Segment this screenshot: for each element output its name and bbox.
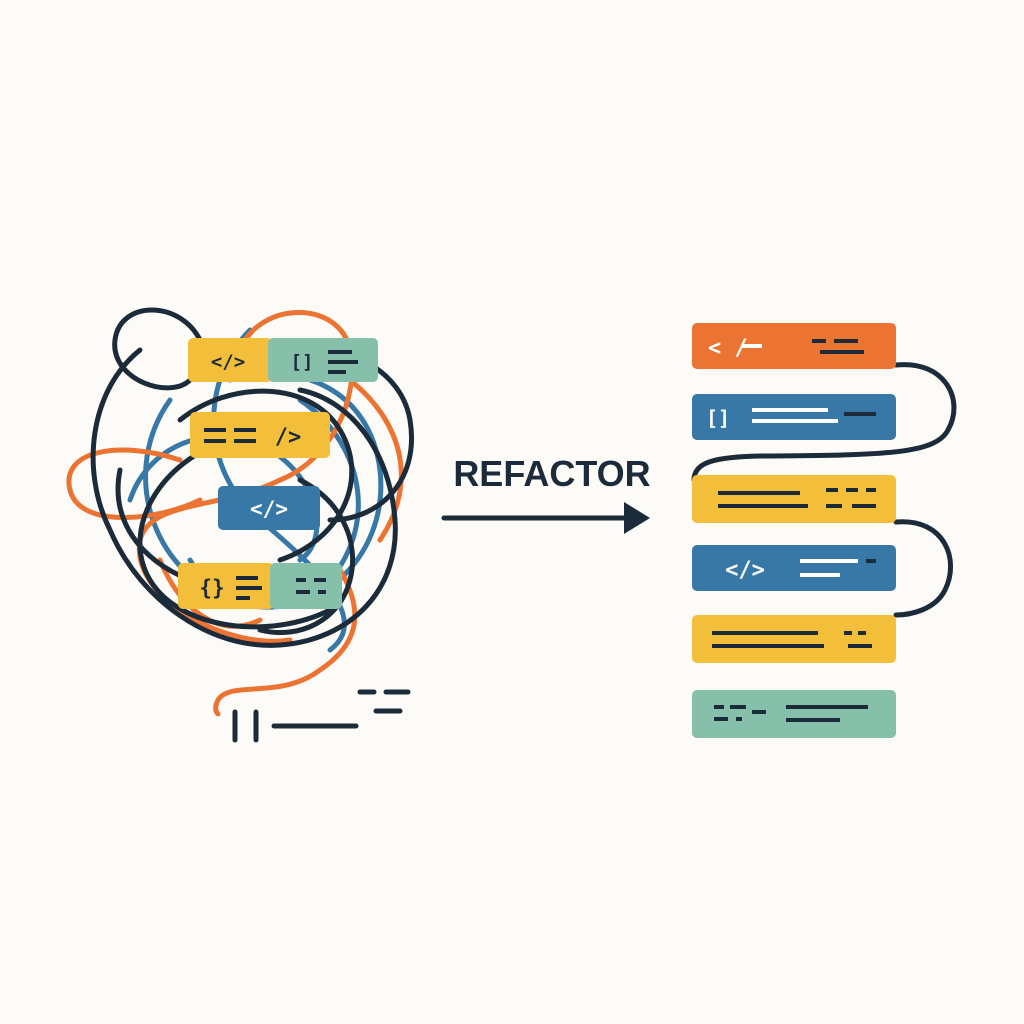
- stack-block-3: [692, 475, 896, 523]
- tangled-block-5-glyph: {}: [199, 576, 224, 600]
- refactor-label: REFACTOR: [453, 453, 650, 494]
- navy-wires: [90, 307, 414, 648]
- stack-block-2-glyph: []: [706, 406, 730, 430]
- stack-connectors: [691, 362, 957, 618]
- tangled-code-group: </> [] /> </> {}: [66, 307, 414, 743]
- stack-block-2: []: [692, 394, 896, 440]
- tangled-block-4: </>: [218, 486, 320, 530]
- tangled-block-3-glyph: />: [275, 425, 302, 450]
- organized-stack-group: < / [] </>: [691, 323, 957, 738]
- tangled-block-4-glyph: </>: [250, 497, 288, 521]
- stack-block-1: < /: [692, 323, 896, 369]
- tangled-block-2-glyph: []: [291, 351, 314, 373]
- stack-block-4: </>: [692, 545, 896, 591]
- refactor-arrow: REFACTOR: [441, 453, 651, 534]
- stack-block-1-glyph: < /: [708, 336, 748, 361]
- stack-block-4-glyph: </>: [725, 558, 765, 583]
- loose-ends: [232, 689, 411, 743]
- stack-block-5: [692, 615, 896, 663]
- tangled-block-5: {}: [178, 563, 274, 609]
- tangled-block-3: />: [190, 412, 330, 458]
- tangled-block-1: </>: [188, 338, 272, 382]
- tangled-block-6: [270, 563, 342, 609]
- tangled-block-1-glyph: </>: [211, 351, 245, 373]
- stack-block-6: [692, 690, 896, 738]
- tangled-block-2: []: [268, 338, 378, 382]
- arrow-head-icon: [624, 502, 650, 534]
